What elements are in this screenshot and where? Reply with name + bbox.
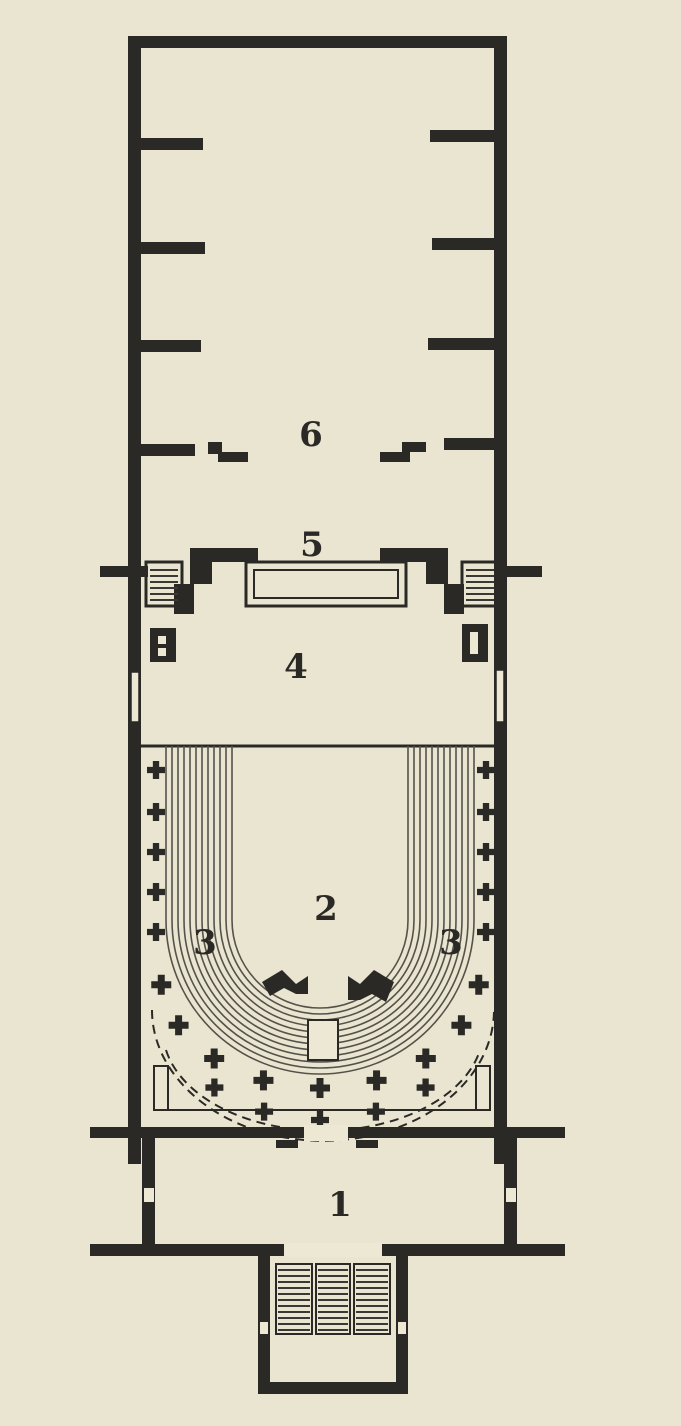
- column: [151, 974, 172, 995]
- proscenium-pier-right: [380, 548, 464, 614]
- central-entry: [308, 1020, 338, 1060]
- label-1: 1: [328, 1185, 352, 1225]
- wing-right-3: [428, 338, 494, 350]
- proscenium: [144, 548, 500, 662]
- orchestra-pit-inner: [253, 569, 399, 599]
- column: [451, 1015, 472, 1036]
- wing-right-1: [430, 130, 494, 142]
- column: [147, 803, 165, 821]
- column: [366, 1070, 387, 1091]
- wing-right-2: [432, 238, 494, 250]
- vestibule-window-left: [144, 1188, 154, 1202]
- column: [147, 761, 165, 779]
- column: [477, 883, 495, 901]
- label-5: 5: [300, 525, 324, 565]
- stage-wings: [141, 130, 494, 462]
- right-wall: [494, 36, 507, 1164]
- proscenium-pier-left: [174, 548, 258, 614]
- column: [416, 1078, 435, 1097]
- proscenium-wall-right-stub: [494, 566, 542, 577]
- label-2: 2: [314, 889, 338, 929]
- entrance-stairs: [275, 1263, 391, 1335]
- column: [477, 923, 495, 941]
- label-3-left: 3: [193, 923, 217, 963]
- column: [255, 1102, 274, 1121]
- stair-left: [144, 560, 184, 608]
- column: [168, 1015, 189, 1036]
- portico-front-wall: [258, 1382, 408, 1394]
- inner-seat-block: [262, 970, 394, 1002]
- column: [310, 1078, 330, 1098]
- column: [477, 761, 495, 779]
- columns: [147, 761, 495, 1129]
- main-entrance-opening: [284, 1243, 382, 1257]
- column: [311, 1111, 329, 1129]
- flat-right-inner: [380, 442, 426, 462]
- wing-left-3: [141, 340, 201, 352]
- wing-left-4: [141, 444, 195, 456]
- column: [147, 923, 165, 941]
- column: [477, 803, 495, 821]
- column: [147, 883, 165, 901]
- colonnade-dashed-line: [151, 1009, 495, 1142]
- wing-right-4: [444, 438, 494, 450]
- wing-left-2: [141, 242, 205, 254]
- vestibule-window-right: [506, 1188, 516, 1202]
- wing-left-1: [141, 138, 203, 150]
- column: [477, 843, 495, 861]
- column: [204, 1048, 225, 1069]
- door-left: [131, 672, 139, 722]
- column: [366, 1102, 385, 1121]
- left-wall: [128, 36, 141, 1164]
- column: [253, 1070, 274, 1091]
- top-wall: [128, 36, 506, 48]
- column: [468, 974, 489, 995]
- door-right: [496, 670, 504, 722]
- column: [415, 1048, 436, 1069]
- stair-right-treads: [466, 569, 494, 601]
- main-auditorium-door: [304, 1125, 348, 1141]
- proscenium-wall-left-stub: [100, 566, 148, 577]
- label-3-right: 3: [439, 923, 463, 963]
- orchestra-pit-outer: [244, 560, 408, 608]
- label-6: 6: [299, 415, 323, 455]
- rear-stairs: [153, 1065, 491, 1111]
- column: [147, 843, 165, 861]
- stair-left-treads: [150, 569, 178, 601]
- flat-left-inner: [208, 442, 248, 462]
- column: [205, 1078, 224, 1097]
- box-left: [150, 628, 176, 662]
- stair-right: [460, 560, 500, 608]
- label-4: 4: [284, 647, 308, 687]
